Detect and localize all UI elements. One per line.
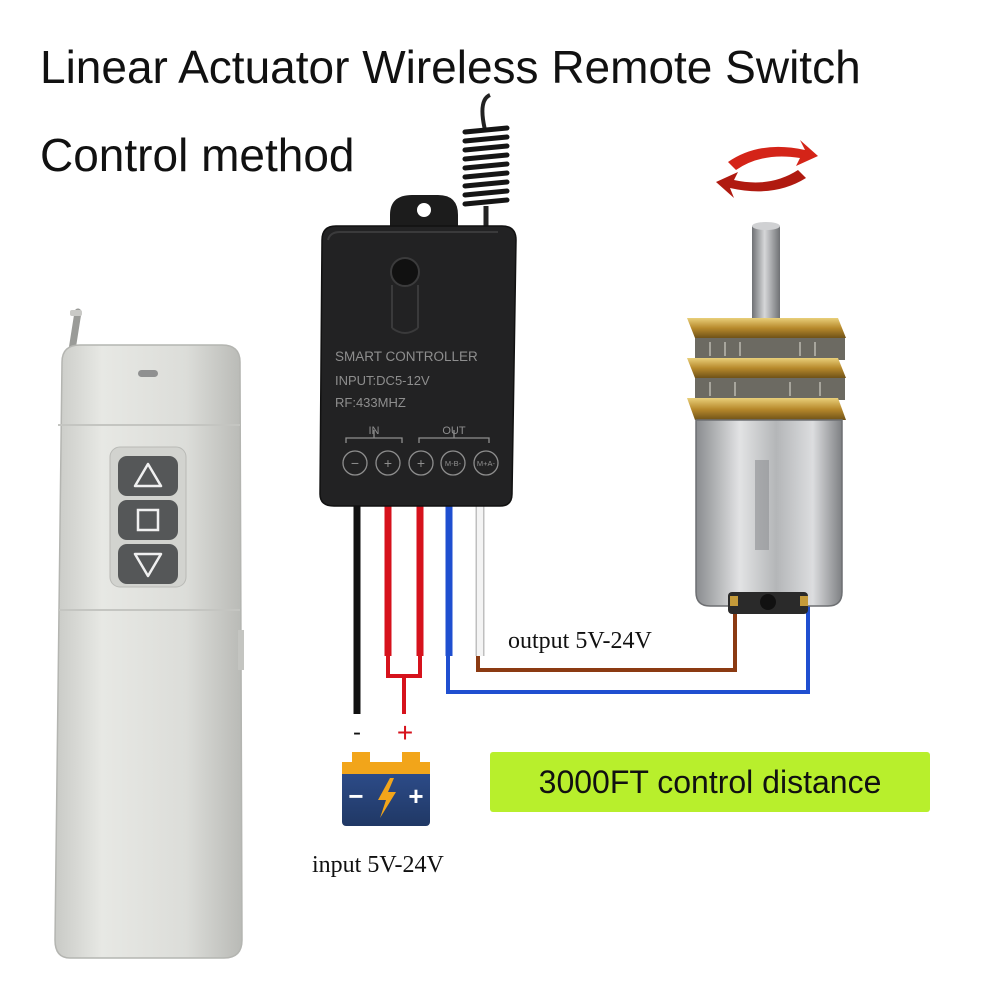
controller-input-spec: INPUT:DC5-12V [335, 373, 430, 388]
page-subtitle: Control method [40, 129, 355, 181]
control-distance-badge: 3000FT control distance [490, 752, 930, 812]
battery-plus-sign: + [408, 781, 423, 811]
page-title: Linear Actuator Wireless Remote Switch [40, 41, 861, 93]
gearbox-plate-bottom [687, 398, 846, 420]
motor-terminal-right [800, 596, 808, 606]
gearbox-gears-1 [695, 338, 845, 360]
gearbox-gears-2 [695, 378, 845, 400]
motor-terminal-left [730, 596, 738, 606]
remote-control [54, 308, 244, 959]
battery-minus-sign: − [348, 781, 363, 811]
remote-side-clip [238, 630, 244, 670]
gearbox-plate-middle [687, 358, 846, 378]
input-minus-sign: - [353, 719, 361, 746]
in-terminal-label: IN [369, 425, 380, 437]
lightning-icon [378, 778, 396, 818]
smart-controller: SMART CONTROLLER INPUT:DC5-12V RF:433MHZ… [319, 195, 517, 507]
rotation-arrow-icon [728, 140, 818, 170]
stop-icon [136, 508, 160, 532]
terminal-motor-b: M-B- [445, 459, 462, 468]
controller-brand-label: SMART CONTROLLER [335, 349, 478, 364]
up-arrow-icon [133, 462, 163, 488]
remote-led [138, 370, 158, 377]
terminal-motor-a: M+A- [477, 459, 496, 468]
brown-output-wire [476, 600, 737, 672]
input-voltage-label: input 5V-24V [312, 852, 444, 878]
remote-down-button[interactable] [118, 544, 178, 584]
remote-stop-button[interactable] [118, 500, 178, 540]
blue-output-wire [446, 600, 810, 694]
down-arrow-icon [133, 552, 163, 578]
remote-body [54, 344, 243, 959]
controller-housing [319, 225, 517, 507]
red-wire-join [386, 656, 422, 678]
gearbox-plate-top [687, 318, 846, 338]
output-voltage-label: output 5V-24V [508, 628, 652, 654]
dc-gear-motor [687, 140, 846, 614]
controller-antenna [462, 93, 510, 226]
battery-top-band [342, 762, 430, 774]
motor-shaft [752, 226, 780, 326]
remote-up-button[interactable] [118, 456, 178, 496]
controller-wires [353, 500, 810, 714]
remote-antenna-tip [70, 310, 82, 316]
mounting-hole [417, 203, 431, 217]
terminal-in-plus: + [384, 455, 392, 471]
battery: − + [342, 752, 430, 826]
terminal-out-plus: + [417, 455, 425, 471]
learn-button[interactable] [390, 257, 420, 287]
controller-rf-spec: RF:433MHZ [335, 395, 406, 410]
terminal-in-minus: − [351, 455, 359, 471]
input-plus-sign: + [397, 717, 413, 748]
battery-terminal-negative [352, 752, 370, 762]
rotation-arrow-return-icon [716, 170, 806, 198]
control-distance-text: 3000FT control distance [538, 763, 882, 800]
battery-terminal-positive [402, 752, 420, 762]
remote-antenna [68, 308, 82, 354]
out-terminal-label: OUT [442, 425, 466, 437]
